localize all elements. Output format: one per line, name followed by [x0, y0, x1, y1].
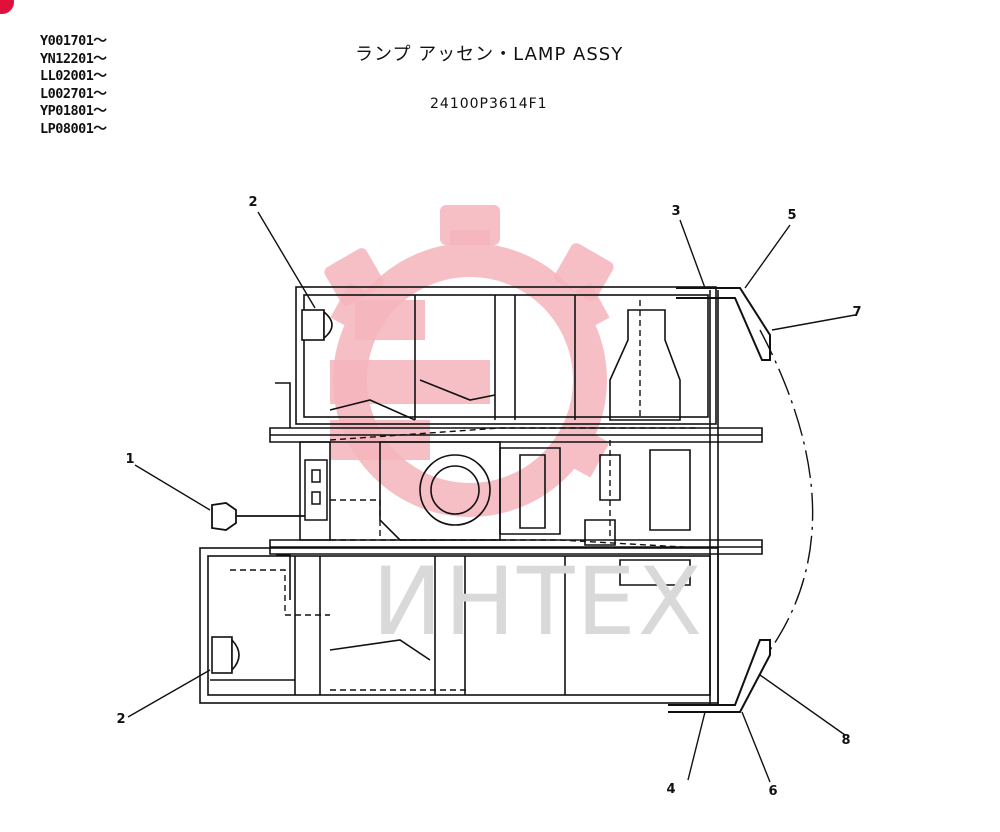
serial-number: LP08001～ [40, 120, 107, 137]
serial-number: L002701～ [40, 85, 107, 102]
side-guard-brackets [668, 287, 771, 713]
callout-leaders [127, 211, 856, 783]
serial-number: LL02001～ [40, 68, 107, 84]
callout-7: 7 [852, 305, 862, 320]
callout-6: 6 [768, 784, 778, 799]
lamp-1 [211, 502, 310, 531]
page-title: ランプ アッセン・LAMP ASSY [355, 44, 624, 65]
callout-5: 5 [787, 208, 797, 223]
work-lamp-front-left [301, 309, 333, 341]
callout-4: 4 [666, 782, 676, 797]
callout-2-upper: 2 [248, 195, 258, 210]
callout-8: 8 [841, 733, 851, 748]
connector-box [304, 459, 328, 521]
serial-number: YP01801～ [40, 103, 107, 119]
callout-3: 3 [671, 204, 681, 219]
callout-1: 1 [125, 452, 135, 467]
guard-arc [759, 329, 814, 651]
serial-number: YN12201～ [40, 50, 107, 67]
work-lamp-rear-left [211, 636, 240, 674]
part-number: 24100P3614F1 [430, 96, 548, 112]
wiring-harness [230, 300, 701, 691]
callout-2-lower: 2 [116, 712, 126, 727]
serial-number-list: Y001701～ YN12201～ LL02001～ L002701～ YP01… [40, 33, 107, 138]
chassis-frame [199, 286, 763, 705]
serial-number: Y001701～ [40, 33, 107, 49]
